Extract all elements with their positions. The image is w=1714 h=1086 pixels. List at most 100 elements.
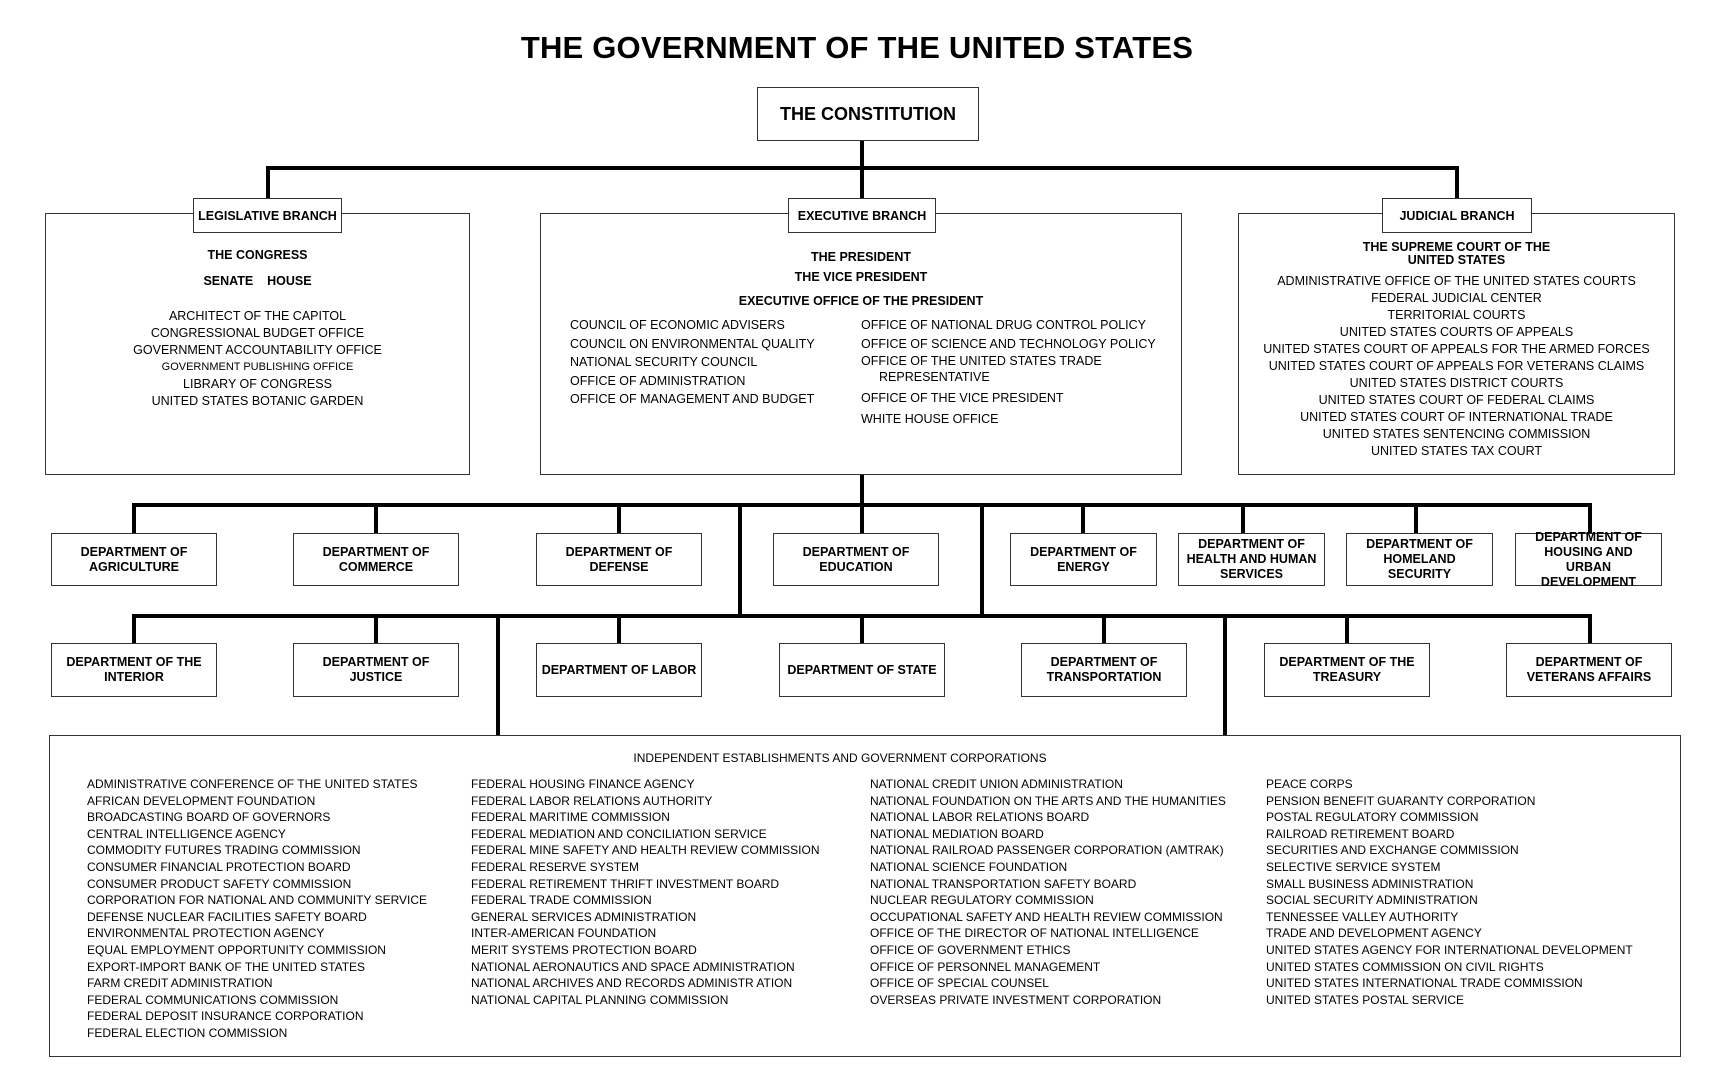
department-veterans-affairs: DEPARTMENT OF VETERANS AFFAIRS <box>1506 643 1672 697</box>
supreme-court-label: THE SUPREME COURT OF THE UNITED STATES <box>1362 240 1551 267</box>
list-item: CORPORATION FOR NATIONAL AND COMMUNITY S… <box>87 893 428 908</box>
department-interior: DEPARTMENT OF THE INTERIOR <box>51 643 217 697</box>
constitution-label: THE CONSTITUTION <box>780 103 956 124</box>
list-item: CONSUMER PRODUCT SAFETY COMMISSION <box>87 876 352 891</box>
list-item: INTER-AMERICAN FOUNDATION <box>471 926 657 941</box>
list-item: GENERAL SERVICES ADMINISTRATION <box>471 909 697 924</box>
list-item: BROADCASTING BOARD OF GOVERNORS <box>87 810 331 825</box>
list-item: SOCIAL SECURITY ADMINISTRATION <box>1266 893 1478 908</box>
congress-label: THE CONGRESS <box>207 248 308 262</box>
list-item: UNITED STATES COURT OF APPEALS FOR THE A… <box>1263 342 1650 356</box>
list-item: ARCHITECT OF THE CAPITOL <box>168 309 347 323</box>
judicial-content: THE SUPREME COURT OF THE UNITED STATES A… <box>1238 241 1675 460</box>
list-item: UNITED STATES AGENCY FOR INTERNATIONAL D… <box>1266 942 1633 957</box>
list-item: NATIONAL SECURITY COUNCIL <box>570 355 758 369</box>
list-item: CONSUMER FINANCIAL PROTECTION BOARD <box>87 859 351 874</box>
list-item: FEDERAL MINE SAFETY AND HEALTH REVIEW CO… <box>471 843 820 858</box>
department-state: DEPARTMENT OF STATE <box>779 643 945 697</box>
constitution-box: THE CONSTITUTION <box>757 87 979 141</box>
list-item: MERIT SYSTEMS PROTECTION BOARD <box>471 942 697 957</box>
list-item: ADMINISTRATIVE CONFERENCE OF THE UNITED … <box>87 777 418 791</box>
department-commerce: DEPARTMENT OF COMMERCE <box>293 533 459 586</box>
list-item: FEDERAL RESERVE SYSTEM <box>471 859 640 874</box>
list-item: OVERSEAS PRIVATE INVESTMENT CORPORATION <box>870 992 1162 1007</box>
list-item: FEDERAL HOUSING FINANCE AGENCY <box>471 777 695 791</box>
list-item: FEDERAL RETIREMENT THRIFT INVESTMENT BOA… <box>471 876 780 891</box>
list-item: UNITED STATES COURT OF FEDERAL CLAIMS <box>1318 393 1595 407</box>
list-item: FEDERAL MARITIME COMMISSION <box>471 810 670 825</box>
list-item: UNITED STATES TAX COURT <box>1370 444 1543 458</box>
list-item: NATIONAL RAILROAD PASSENGER CORPORATION … <box>870 843 1224 858</box>
list-item: OFFICE OF THE VICE PRESIDENT <box>861 391 1064 405</box>
independent-agencies-col-1: ADMINISTRATIVE CONFERENCE OF THE UNITED … <box>87 776 427 1042</box>
list-item: UNITED STATES COMMISSION ON CIVIL RIGHTS <box>1266 959 1544 974</box>
list-item: COUNCIL ON ENVIRONMENTAL QUALITY <box>570 336 815 351</box>
list-item: FARM CREDIT ADMINISTRATION <box>87 976 273 991</box>
list-item: WHITE HOUSE OFFICE <box>861 411 999 426</box>
list-item: FEDERAL LABOR RELATIONS AUTHORITY <box>471 793 713 808</box>
list-item: OFFICE OF GOVERNMENT ETHICS <box>870 942 1071 957</box>
list-item: COUNCIL OF ECONOMIC ADVISERS <box>570 318 785 332</box>
list-item: PENSION BENEFIT GUARANTY CORPORATION <box>1266 793 1536 808</box>
judicial-court-list: ADMINISTRATIVE OFFICE OF THE UNITED STAT… <box>1238 273 1675 460</box>
president-label: THE PRESIDENT <box>810 250 911 264</box>
list-item: NATIONAL CREDIT UNION ADMINISTRATION <box>870 777 1123 791</box>
independent-agencies-col-3: NATIONAL CREDIT UNION ADMINISTRATION NAT… <box>870 776 1226 1008</box>
department-labor: DEPARTMENT OF LABOR <box>536 643 702 697</box>
list-item: FEDERAL JUDICIAL CENTER <box>1371 291 1542 305</box>
list-item: FEDERAL COMMUNICATIONS COMMISSION <box>87 992 339 1007</box>
list-item: UNITED STATES COURTS OF APPEALS <box>1339 325 1574 339</box>
department-education: DEPARTMENT OF EDUCATION <box>773 533 939 586</box>
executive-branch-box <box>540 213 1182 475</box>
list-item: AFRICAN DEVELOPMENT FOUNDATION <box>87 793 316 808</box>
list-item: UNITED STATES BOTANIC GARDEN <box>151 394 364 408</box>
list-item: NATIONAL CAPITAL PLANNING COMMISSION <box>471 992 729 1007</box>
list-item: SMALL BUSINESS ADMINISTRATION <box>1266 876 1474 891</box>
eop-offices-left: COUNCIL OF ECONOMIC ADVISERS COUNCIL ON … <box>570 316 840 409</box>
independent-agencies-box <box>49 735 1681 1057</box>
legislative-agency-list: ARCHITECT OF THE CAPITOL CONGRESSIONAL B… <box>45 308 470 410</box>
list-item: UNITED STATES DISTRICT COURTS <box>1349 376 1564 390</box>
department-health-human-services: DEPARTMENT OF HEALTH AND HUMAN SERVICES <box>1178 533 1325 586</box>
list-item: UNITED STATES POSTAL SERVICE <box>1266 992 1465 1007</box>
list-item: TRADE AND DEVELOPMENT AGENCY <box>1266 926 1482 941</box>
vice-president-label: THE VICE PRESIDENT <box>794 270 928 284</box>
list-item: EXPORT-IMPORT BANK OF THE UNITED STATES <box>87 959 366 974</box>
list-item: POSTAL REGULATORY COMMISSION <box>1266 810 1479 825</box>
list-item: NATIONAL AERONAUTICS AND SPACE ADMINISTR… <box>471 959 795 974</box>
list-item: ADMINISTRATIVE OFFICE OF THE UNITED STAT… <box>1277 274 1636 288</box>
list-item: FEDERAL ELECTION COMMISSION <box>87 1025 288 1040</box>
list-item: FEDERAL MEDIATION AND CONCILIATION SERVI… <box>471 826 767 841</box>
list-item: SECURITIES AND EXCHANGE COMMISSION <box>1266 843 1519 858</box>
chart-title: THE GOVERNMENT OF THE UNITED STATES <box>520 30 1194 65</box>
independent-agencies-col-4: PEACE CORPS PENSION BENEFIT GUARANTY COR… <box>1266 776 1633 1008</box>
list-item: OFFICE OF THE UNITED STATES TRADE REPRES… <box>861 354 1102 384</box>
judicial-branch-label: JUDICIAL BRANCH <box>1382 198 1532 233</box>
list-item: TENNESSEE VALLEY AUTHORITY <box>1266 909 1459 924</box>
list-item: GOVERNMENT ACCOUNTABILITY OFFICE <box>133 343 382 357</box>
executive-branch-label: EXECUTIVE BRANCH <box>788 198 936 233</box>
list-item: UNITED STATES SENTENCING COMMISSION <box>1322 427 1591 441</box>
list-item: ENVIRONMENTAL PROTECTION AGENCY <box>87 926 325 941</box>
list-item: EQUAL EMPLOYMENT OPPORTUNITY COMMISSION <box>87 942 386 957</box>
list-item: RAILROAD RETIREMENT BOARD <box>1266 826 1455 841</box>
list-item: OFFICE OF PERSONNEL MANAGEMENT <box>870 959 1101 974</box>
list-item: NUCLEAR REGULATORY COMMISSION <box>870 893 1094 908</box>
list-item: PEACE CORPS <box>1266 777 1353 791</box>
department-treasury: DEPARTMENT OF THE TREASURY <box>1264 643 1430 697</box>
independent-agencies-col-2: FEDERAL HOUSING FINANCE AGENCY FEDERAL L… <box>471 776 820 1008</box>
list-item: FEDERAL TRADE COMMISSION <box>471 893 652 908</box>
list-item: OFFICE OF SPECIAL COUNSEL <box>870 976 1049 991</box>
list-item: NATIONAL LABOR RELATIONS BOARD <box>870 810 1090 825</box>
list-item: UNITED STATES COURT OF APPEALS FOR VETER… <box>1268 359 1645 373</box>
list-item: NATIONAL SCIENCE FOUNDATION <box>870 859 1068 874</box>
list-item: COMMODITY FUTURES TRADING COMMISSION <box>87 843 361 858</box>
legislative-branch-label: LEGISLATIVE BRANCH <box>193 198 342 233</box>
list-item: UNITED STATES COURT OF INTERNATIONAL TRA… <box>1300 410 1613 424</box>
list-item: OFFICE OF THE DIRECTOR OF NATIONAL INTEL… <box>870 926 1199 941</box>
list-item: OFFICE OF NATIONAL DRUG CONTROL POLICY <box>861 318 1146 332</box>
list-item: TERRITORIAL COURTS <box>1387 308 1526 322</box>
department-justice: DEPARTMENT OF JUSTICE <box>293 643 459 697</box>
list-item: FEDERAL DEPOSIT INSURANCE CORPORATION <box>87 1009 364 1024</box>
